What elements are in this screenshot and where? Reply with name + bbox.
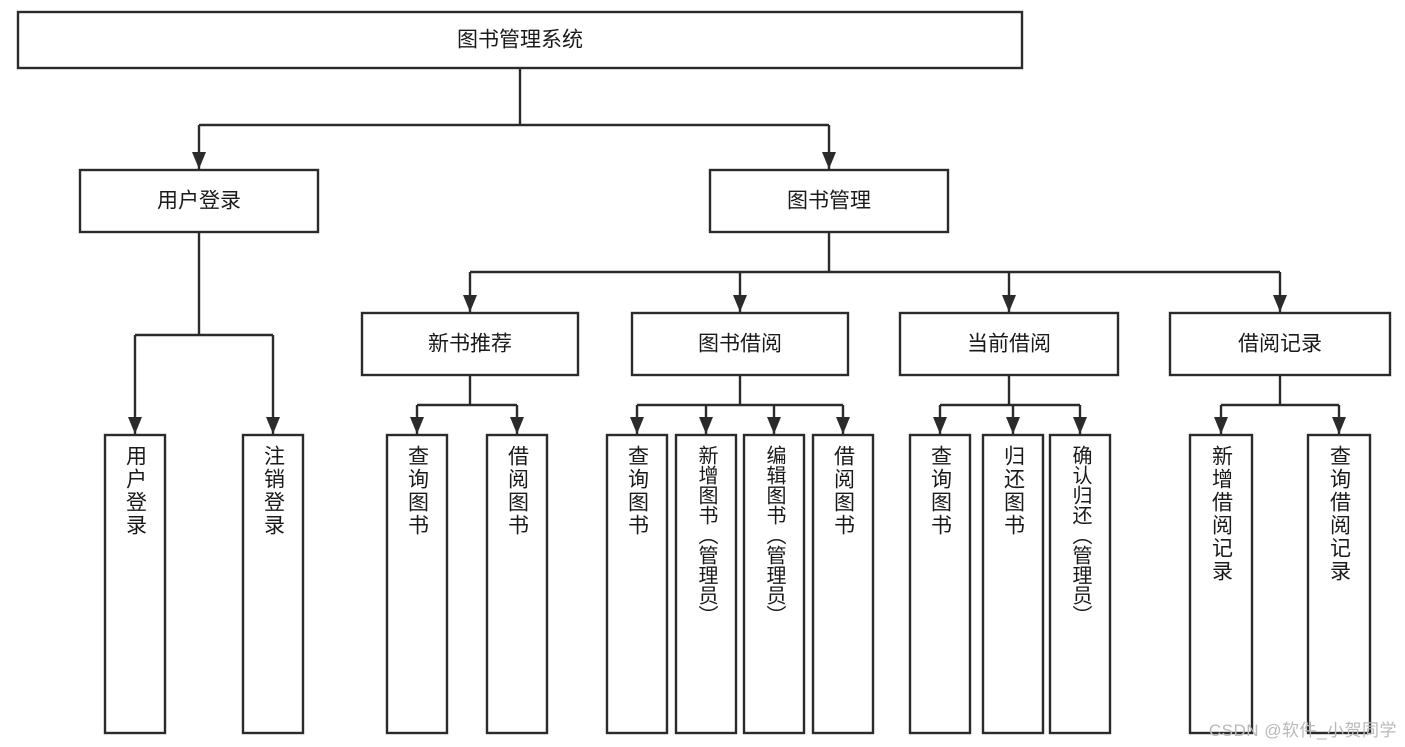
node-label-root: 图书管理系统	[457, 29, 583, 52]
arrow-head-icon	[410, 417, 424, 434]
node-leaf-add-record[interactable]	[1188, 433, 1254, 735]
node-label-book-manage: 图书管理	[787, 190, 871, 213]
node-user-login[interactable]	[78, 168, 320, 234]
arrow-head-icon	[767, 417, 781, 434]
node-leaf-add-book[interactable]	[674, 433, 738, 735]
arrow-head-icon	[1273, 295, 1287, 312]
node-current-borrow[interactable]	[898, 311, 1120, 377]
node-leaf-borrow-book-2[interactable]	[811, 433, 875, 735]
node-label-book-borrow: 图书借阅	[698, 333, 782, 356]
node-leaf-query-record[interactable]	[1306, 433, 1372, 735]
connector-lines-group	[128, 68, 1346, 434]
node-leaf-borrow-book-1[interactable]	[485, 433, 549, 735]
node-leaf-user-login[interactable]	[103, 433, 167, 735]
node-boxes-group	[16, 10, 1392, 735]
node-new-book-recommend[interactable]	[360, 311, 580, 377]
arrow-head-icon	[510, 417, 524, 434]
node-leaf-edit-book[interactable]	[742, 433, 806, 735]
arrow-head-icon	[1006, 417, 1020, 434]
arrow-head-icon	[733, 295, 747, 312]
arrow-head-icon	[128, 417, 142, 434]
arrow-head-icon	[836, 417, 850, 434]
node-label-current-borrow: 当前借阅	[967, 333, 1051, 356]
node-book-manage[interactable]	[708, 168, 950, 234]
node-label-borrow-record: 借阅记录	[1238, 333, 1322, 356]
arrow-head-icon	[1073, 417, 1087, 434]
node-label-new-book-recommend: 新书推荐	[428, 333, 512, 356]
arrow-head-icon	[822, 152, 836, 169]
arrow-head-icon	[463, 295, 477, 312]
arrow-head-icon	[933, 417, 947, 434]
node-leaf-query-book-2[interactable]	[605, 433, 669, 735]
node-leaf-user-logout[interactable]	[241, 433, 305, 735]
node-label-user-login: 用户登录	[157, 190, 241, 213]
arrow-head-icon	[266, 417, 280, 434]
node-leaf-query-book-3[interactable]	[908, 433, 972, 735]
node-book-borrow[interactable]	[630, 311, 850, 377]
node-leaf-return-book[interactable]	[981, 433, 1045, 735]
arrow-head-icon	[1002, 295, 1016, 312]
node-leaf-confirm-return[interactable]	[1048, 433, 1112, 735]
arrow-head-icon	[192, 152, 206, 169]
csdn-watermark: CSDN @软件_小贺同学	[1208, 721, 1397, 740]
arrow-head-icon	[630, 417, 644, 434]
arrow-head-icon	[1332, 417, 1346, 434]
arrow-head-icon	[699, 417, 713, 434]
node-borrow-record[interactable]	[1168, 311, 1392, 377]
arrow-head-icon	[1214, 417, 1228, 434]
node-leaf-query-book-1[interactable]	[385, 433, 449, 735]
node-root-root[interactable]	[16, 10, 1024, 70]
